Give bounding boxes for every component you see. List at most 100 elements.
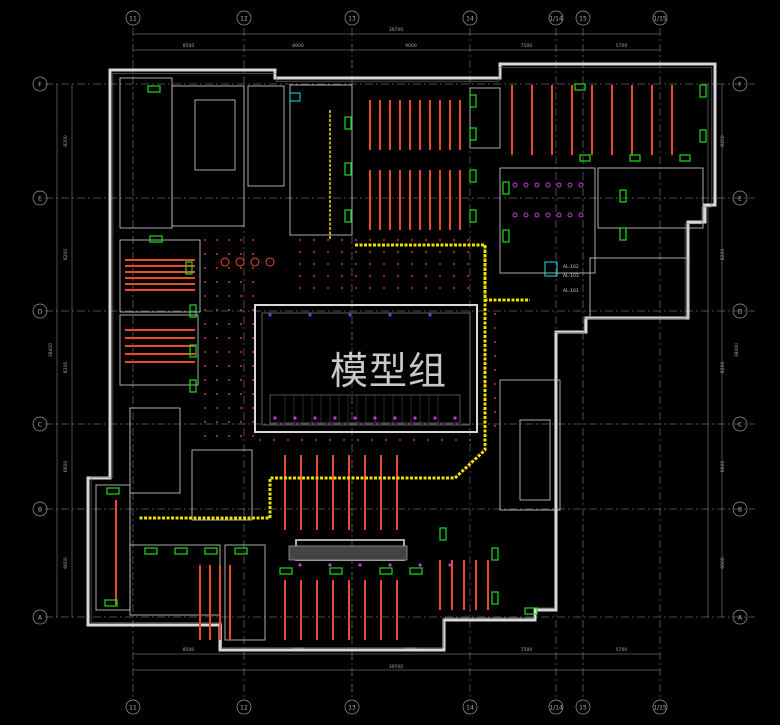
magenta-light xyxy=(523,212,529,218)
dim-top-overall: 39700 xyxy=(389,27,403,33)
downlight xyxy=(484,383,486,385)
magenta-light xyxy=(556,182,562,188)
grid-bubble-top-circle xyxy=(236,10,252,26)
dim-left-overall: 38400 xyxy=(48,343,54,357)
downlight xyxy=(355,251,357,253)
downlight xyxy=(204,239,206,241)
dim-left-segment: 6600 xyxy=(63,461,69,473)
magenta-dot xyxy=(393,416,397,420)
equipment-green xyxy=(344,116,352,130)
equipment-green xyxy=(469,209,477,223)
dim-right-segment: 8200 xyxy=(720,362,726,374)
dim-right-segment: 8200 xyxy=(720,135,726,147)
equipment-green xyxy=(469,169,477,183)
downlight xyxy=(240,281,242,283)
downlight xyxy=(369,239,371,241)
equipment-green xyxy=(469,127,477,141)
downlight xyxy=(228,407,230,409)
downlight xyxy=(329,439,331,441)
equipment-green xyxy=(189,304,197,318)
grid-bubble-bottom-circle xyxy=(462,699,478,715)
grid-bubble-top-circle xyxy=(344,10,360,26)
office-south-a xyxy=(224,544,266,641)
downlight xyxy=(252,393,254,395)
downlight xyxy=(252,239,254,241)
equipment-green xyxy=(189,379,197,393)
grid-bubble-bottom: 11 xyxy=(129,705,137,712)
office-east-north xyxy=(597,167,704,229)
downlight xyxy=(494,425,496,427)
equipment-green xyxy=(679,154,691,162)
dim-top-segment: 5700 xyxy=(616,43,628,49)
downlight xyxy=(228,309,230,311)
meeting-room-east xyxy=(499,167,596,274)
core-stair-north xyxy=(171,85,245,227)
downlight xyxy=(228,379,230,381)
dim-top-segment: 8900 xyxy=(292,43,304,49)
magenta-light xyxy=(545,212,551,218)
downlight xyxy=(252,295,254,297)
downlight xyxy=(455,439,457,441)
equipment-green xyxy=(189,344,197,358)
grid-bubble-bottom: 1/15 xyxy=(653,705,667,712)
downlight xyxy=(315,439,317,441)
downlight xyxy=(357,439,359,441)
downlight xyxy=(494,383,496,385)
downlight xyxy=(216,421,218,423)
downlight xyxy=(383,263,385,265)
downlight xyxy=(228,267,230,269)
toilet-block-north xyxy=(247,85,285,187)
storage-west xyxy=(95,484,131,611)
stair-north xyxy=(194,99,236,171)
dim-right-segment: 8200 xyxy=(720,249,726,261)
grid-bubble-left-circle xyxy=(32,609,48,625)
magenta-dot xyxy=(333,416,337,420)
downlight xyxy=(439,263,441,265)
panel-label: AL-101 xyxy=(563,288,579,294)
pendant-light xyxy=(235,257,245,267)
equipment-green xyxy=(147,85,161,93)
magenta-light xyxy=(512,212,518,218)
magenta-light xyxy=(512,182,518,188)
pendant-light xyxy=(250,257,260,267)
grid-bubble-right: B xyxy=(738,507,742,514)
downlight xyxy=(439,275,441,277)
magenta-dot xyxy=(418,563,422,567)
downlight xyxy=(228,337,230,339)
grid-bubble-left-circle xyxy=(32,303,48,319)
grid-bubble-bottom-circle xyxy=(125,699,141,715)
equipment-green xyxy=(619,189,627,203)
grid-bubble-right-circle xyxy=(732,501,748,517)
downlight xyxy=(469,439,471,441)
downlight xyxy=(425,287,427,289)
downlight xyxy=(313,239,315,241)
blue-fixture xyxy=(268,313,272,317)
downlight xyxy=(453,287,455,289)
downlight xyxy=(411,239,413,241)
downlight xyxy=(240,435,242,437)
downlight xyxy=(204,351,206,353)
downlight xyxy=(313,287,315,289)
downlight xyxy=(204,309,206,311)
downlight xyxy=(411,251,413,253)
equipment-green xyxy=(234,547,248,555)
downlight xyxy=(369,287,371,289)
grid-bubble-top-circle xyxy=(548,10,564,26)
magenta-light xyxy=(523,182,529,188)
downlight xyxy=(413,439,415,441)
downlight xyxy=(327,251,329,253)
downlight xyxy=(355,287,357,289)
downlight xyxy=(397,251,399,253)
downlight xyxy=(252,379,254,381)
downlight xyxy=(204,267,206,269)
downlight xyxy=(425,251,427,253)
grid-bubble-right-circle xyxy=(732,303,748,319)
magenta-light xyxy=(556,212,562,218)
office-southwest xyxy=(129,544,221,616)
downlight xyxy=(240,309,242,311)
downlight xyxy=(299,275,301,277)
magenta-light xyxy=(578,182,584,188)
downlight xyxy=(240,379,242,381)
